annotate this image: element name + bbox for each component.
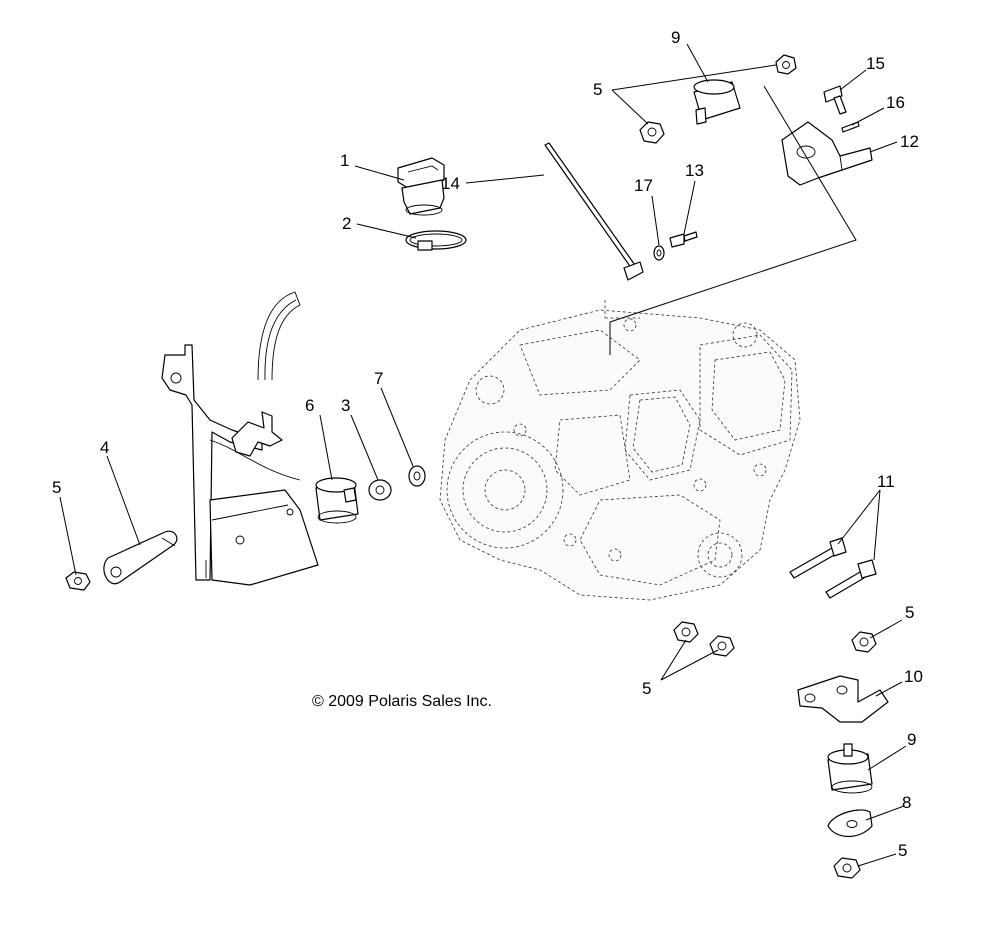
part-5-nut-right-lower [833,857,861,879]
callout-5-bottom-middle: 5 [642,679,651,698]
part-5-nut-right-upper [851,631,877,653]
callout-5-left: 5 [52,478,61,497]
callout-14: 14 [441,174,460,193]
callout-12: 12 [900,132,919,151]
part-17-washer [653,245,665,261]
callout-11: 11 [877,472,895,491]
part-10-bracket [797,675,889,723]
callout-7: 7 [374,369,383,388]
callout-5-top: 5 [593,80,602,99]
part-15-bolt [823,85,847,115]
part-5-nut-top-right [775,54,797,75]
part-5-nut-bottom-a [673,621,699,643]
callout-4: 4 [100,438,109,457]
part-5-nut-top-left [639,121,665,144]
part-1-boot [397,157,445,216]
part-7-washer [408,465,426,487]
part-2-clamp [405,230,467,251]
callout-15: 15 [866,54,885,73]
callout-16: 16 [886,93,905,112]
part-14-rod [544,142,644,281]
part-9-mount-top [693,79,741,125]
callout-2: 2 [342,214,351,233]
callout-17: 17 [634,176,653,195]
part-9-mount-bottom [827,743,873,794]
part-11-bolts [789,537,877,599]
engine-assembly [439,300,801,601]
callout-9-bottom: 9 [907,730,916,749]
part-16-pin [841,121,860,133]
part-5-nut-bottom-b [709,635,735,657]
part-6-mount [315,477,359,524]
callout-9-top: 9 [671,28,680,47]
callout-labels: 1 2 3 4 5 5 5 5 5 6 7 8 9 9 10 11 12 13 … [52,28,923,860]
callout-8: 8 [902,793,911,812]
part-4-plate [103,530,178,585]
part-8-plate [827,809,873,838]
callout-1: 1 [340,151,349,170]
part-3-washer [368,479,392,501]
leader-lines [59,43,907,867]
callout-6: 6 [305,396,314,415]
callout-5-right-upper: 5 [905,603,914,622]
frame-section [161,291,319,586]
callout-13: 13 [685,161,704,180]
part-13-bolt [669,231,698,248]
part-5-nut-left [65,571,91,591]
callout-3: 3 [341,396,350,415]
part-12-bracket [781,121,873,186]
copyright-notice: © 2009 Polaris Sales Inc. [312,693,492,710]
callout-5-right-lower: 5 [898,841,907,860]
callout-10: 10 [904,667,923,686]
